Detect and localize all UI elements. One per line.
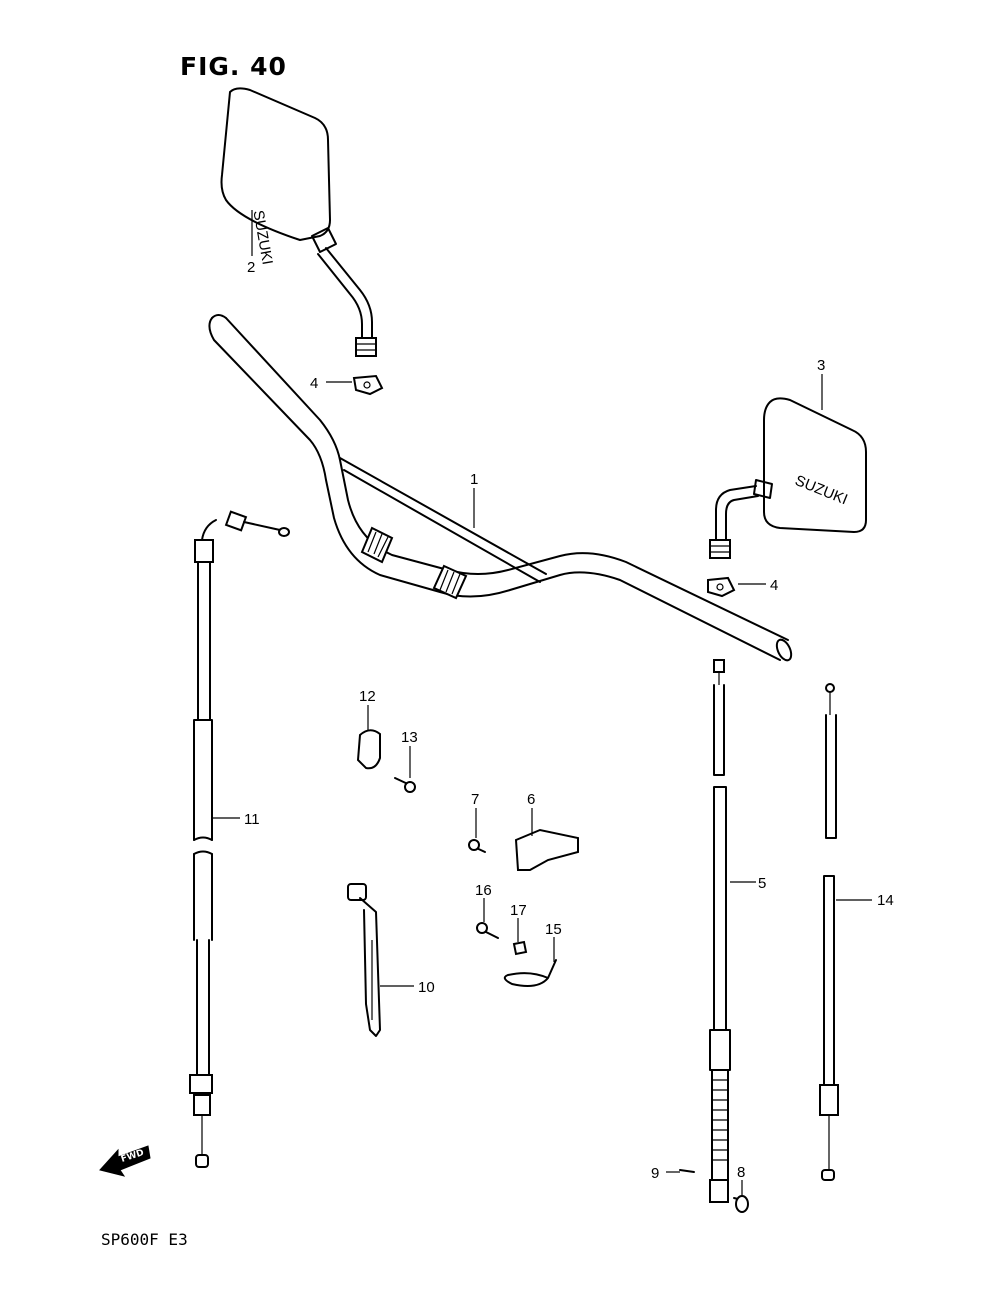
callout-16: 16 [475, 882, 492, 899]
left-mirror-nut [352, 374, 384, 396]
clamp-12 [356, 729, 381, 770]
screw-7 [468, 839, 486, 853]
callout-6: 6 [527, 791, 535, 808]
right-mirror-nut [707, 576, 736, 598]
callout-1: 1 [470, 471, 478, 488]
throttle-cable [189, 510, 290, 1168]
callout-5: 5 [758, 875, 766, 892]
callout-9: 9 [651, 1165, 659, 1182]
bracket-6 [514, 828, 579, 871]
screw-16 [476, 922, 499, 939]
left-mirror-brand: SUZUKI [249, 209, 275, 266]
nut-17 [512, 940, 528, 956]
callout-4-left: 4 [310, 375, 318, 392]
callout-2: 2 [247, 259, 255, 276]
callout-15: 15 [545, 921, 562, 938]
callout-17: 17 [510, 902, 527, 919]
callout-12: 12 [359, 688, 376, 705]
clutch-cable [709, 659, 731, 1203]
callout-3: 3 [817, 357, 825, 374]
model-code: SP600F E3 [101, 1230, 188, 1249]
bolt-8 [733, 1195, 749, 1213]
pin-9 [679, 1169, 695, 1173]
right-mirror: SUZUKI [709, 397, 867, 559]
right-mirror-brand: SUZUKI [793, 472, 850, 508]
callout-14: 14 [877, 892, 894, 909]
fwd-arrow-icon: FWD [99, 1145, 151, 1177]
figure-title: FIG. 40 [180, 52, 287, 81]
callout-leaders [212, 210, 872, 1196]
left-mirror: SUZUKI [220, 87, 377, 357]
callout-4-right: 4 [770, 577, 778, 594]
callout-13: 13 [401, 729, 418, 746]
screw-13 [394, 777, 416, 793]
band-15 [503, 959, 557, 987]
callout-11: 11 [244, 811, 260, 828]
callout-8: 8 [737, 1164, 745, 1181]
handlebar [208, 314, 793, 662]
choke-cable [819, 683, 839, 1181]
callout-7: 7 [471, 791, 479, 808]
wrench-10 [347, 883, 381, 1037]
callout-10: 10 [418, 979, 435, 996]
